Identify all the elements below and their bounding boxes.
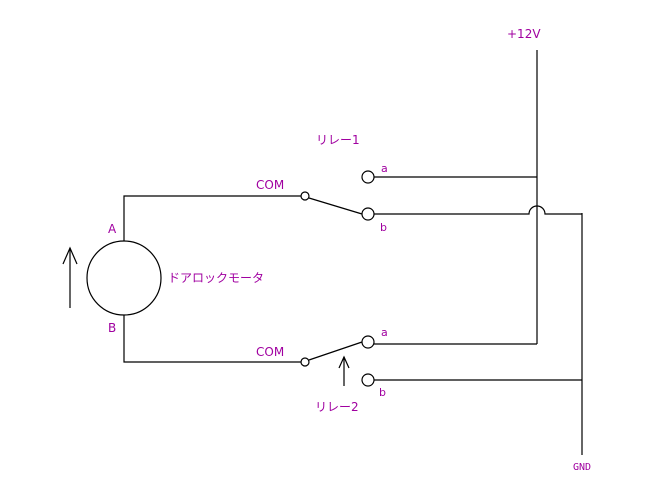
rotation-arrow-icon [62,246,78,308]
relay1-contact-a [361,170,375,184]
relay2-contact-b [361,373,375,387]
relay2-name: リレー2 [315,400,359,414]
relay1-name: リレー1 [316,133,360,147]
relay2-contact-b-label: b [379,386,386,399]
relay1-com-label: COM [256,178,284,192]
ground-label: GND [573,462,591,473]
relay2-contact-a-label: a [381,326,388,339]
relay1: リレー1 COM a b [256,133,388,234]
relay1-armature [308,197,363,215]
relay1-contact-b [361,207,375,221]
relay2-com-label: COM [256,345,284,359]
wire-motor-b-to-relay2-com [123,315,301,363]
relay2-armature [308,341,363,361]
relay1-contact-a-label: a [381,162,388,175]
motor-label: ドアロックモータ [168,271,264,285]
relay1-contact-b-label: b [380,221,387,234]
relay2-contact-a [361,335,375,349]
relay1-com-terminal [300,191,310,201]
relay2-actuation-arrow-icon [338,355,350,386]
motor-terminal-a-label: A [108,222,117,236]
wire-relay1-b-to-ground [374,205,582,215]
supply-label: +12V [507,27,541,41]
relay2-com-terminal [300,357,310,367]
motor-terminal-b-label: B [108,321,116,335]
relay2: COM a b リレー2 [256,326,388,414]
wire-motor-a-to-relay1-com [123,195,301,241]
motor-symbol [86,240,162,316]
